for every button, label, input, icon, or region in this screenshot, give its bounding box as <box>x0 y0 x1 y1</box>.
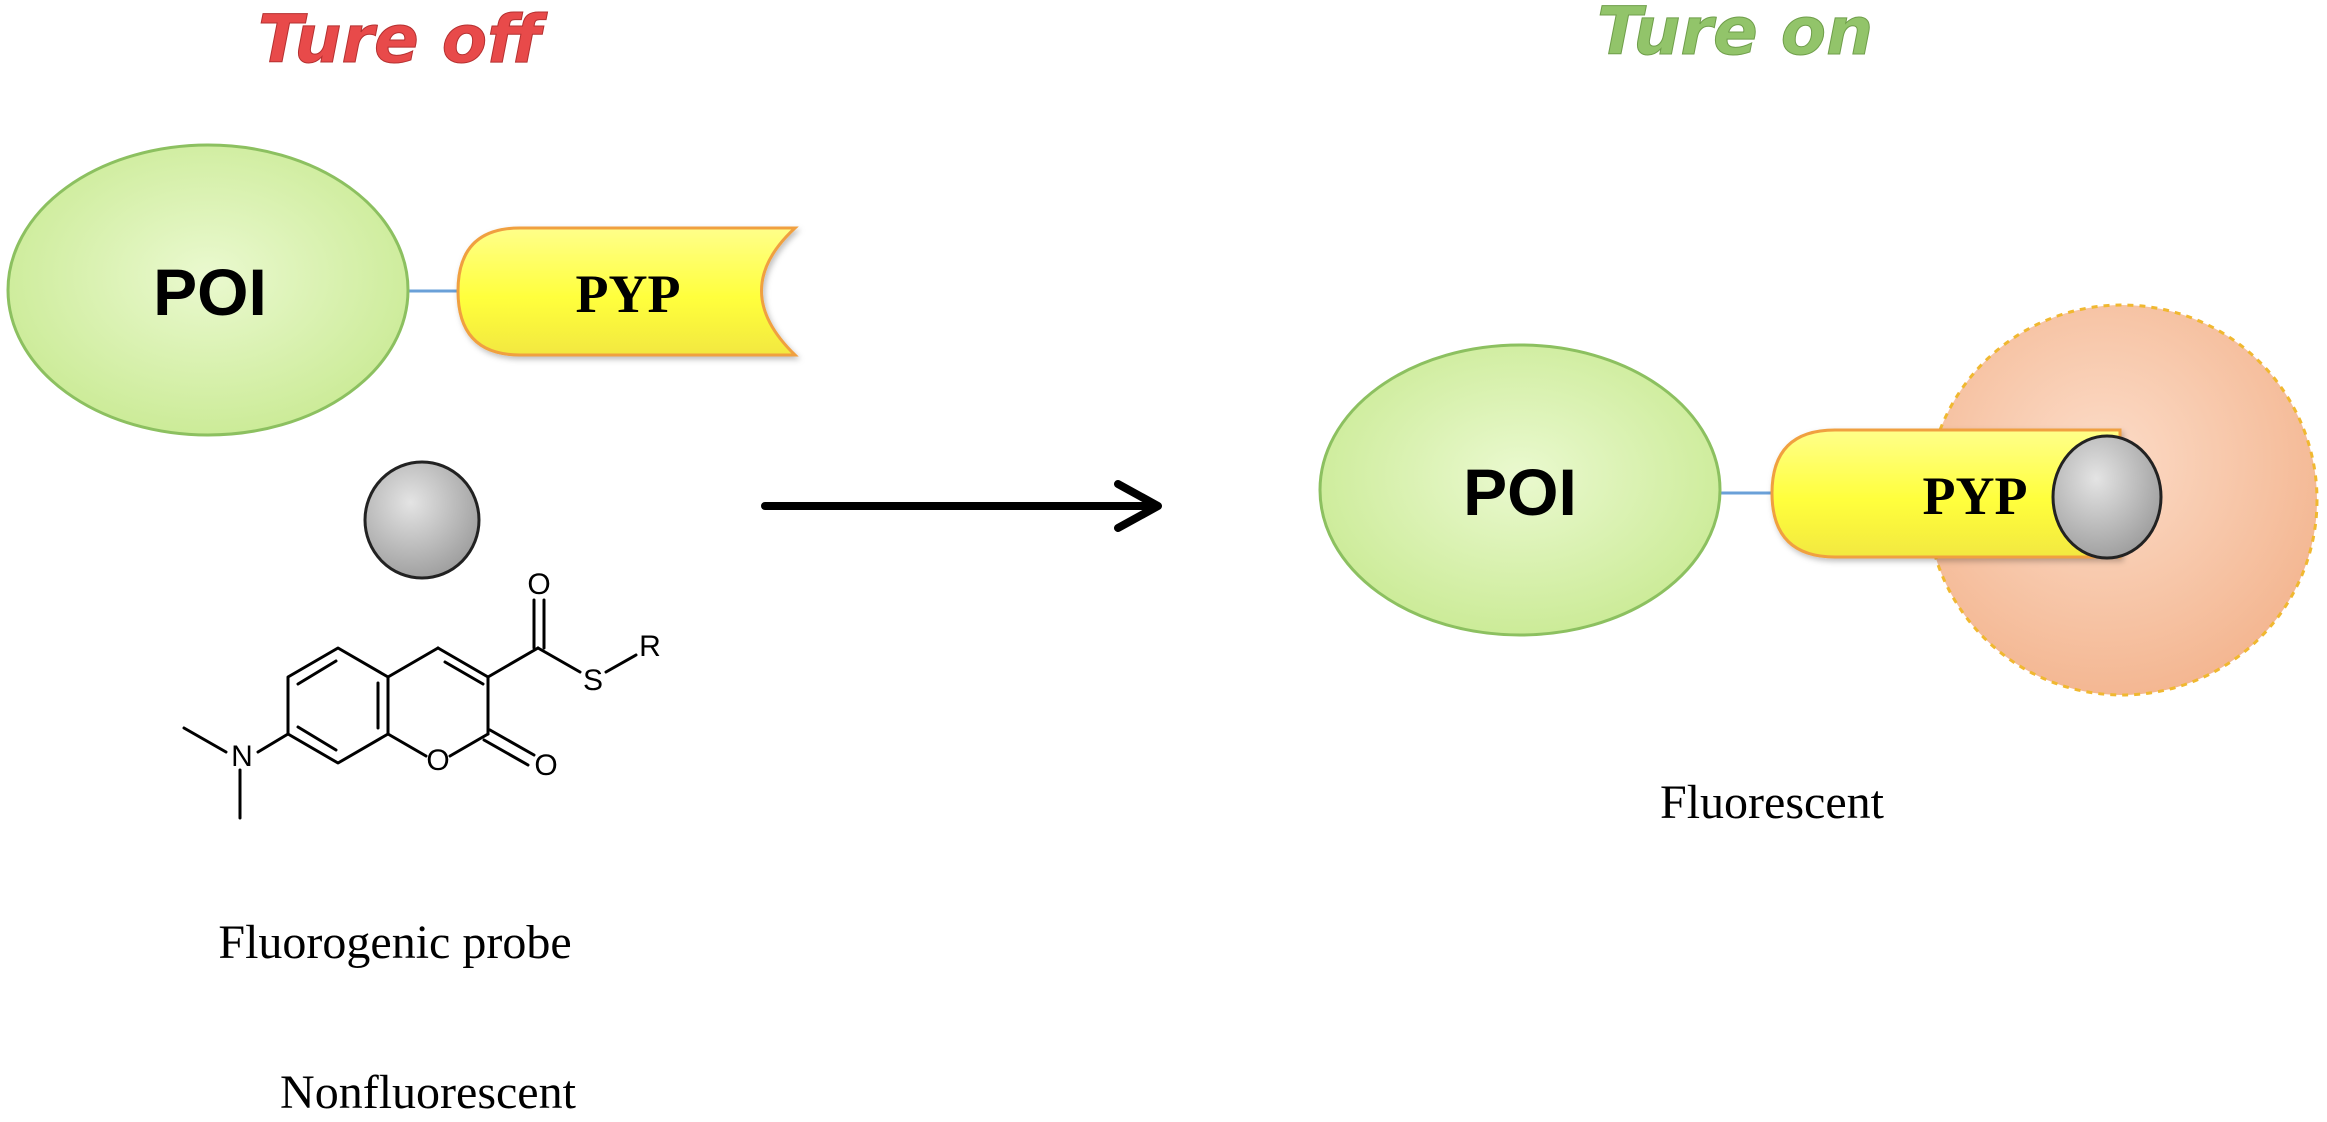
turn-on-header: Ture on <box>1597 0 1873 70</box>
left-pyp-capsule <box>456 226 799 357</box>
right-poi-label: POI <box>1463 455 1577 529</box>
turn-off-header: Ture off <box>258 1 548 78</box>
atom-n: N <box>231 740 253 773</box>
atom-o-lactone: O <box>534 749 557 782</box>
atom-o-ring: O <box>426 744 449 777</box>
probe-caption: Fluorogenic probe <box>218 916 571 969</box>
atom-s: S <box>583 664 603 697</box>
left-pyp-label: PYP <box>576 264 681 324</box>
coumarin-structure <box>182 598 638 820</box>
right-pyp-label: PYP <box>1923 466 2028 526</box>
atom-o-carbonyl: O <box>527 568 550 601</box>
nonfluorescent-caption: Nonfluorescent <box>280 1066 577 1119</box>
probe-ball <box>363 460 481 580</box>
right-poi-ellipse <box>1318 343 1722 637</box>
left-poi-ellipse <box>6 143 410 437</box>
atom-r: R <box>639 630 661 663</box>
left-poi-label: POI <box>153 255 267 329</box>
fluorescent-caption: Fluorescent <box>1660 776 1885 829</box>
bound-probe-ball <box>2051 434 2163 560</box>
right-pyp-capsule <box>1770 428 2122 559</box>
reaction-arrow <box>761 480 1162 532</box>
